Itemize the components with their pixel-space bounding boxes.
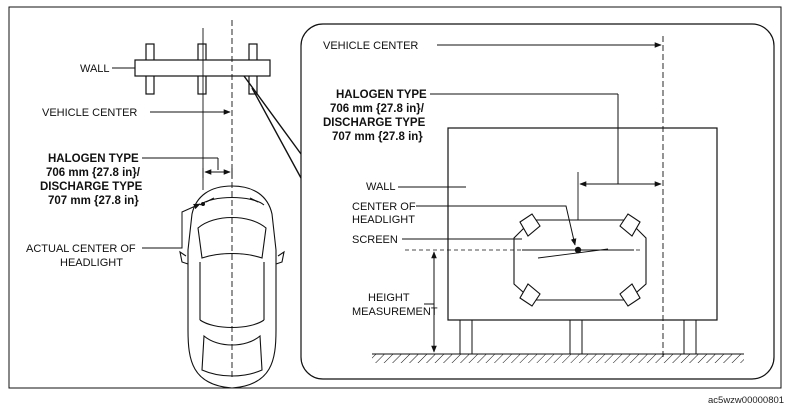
left-halogen-value: 706 mm {27.8 in}/ <box>46 167 141 179</box>
left-vehicle-center-label: VEHICLE CENTER <box>42 107 137 119</box>
center-of-headlight-line1: CENTER OF <box>352 201 416 213</box>
wall-plan <box>134 43 271 95</box>
detail-discharge-type-label: DISCHARGE TYPE <box>323 117 426 129</box>
left-halogen-type-label: HALOGEN TYPE <box>48 153 139 165</box>
detail-frame <box>300 23 775 380</box>
screen-label: SCREEN <box>352 234 398 246</box>
actual-center-label-line2: HEADLIGHT <box>60 257 123 269</box>
left-wall-label: WALL <box>80 63 110 75</box>
detail-headlight-center-dot <box>574 246 582 254</box>
detail-halogen-type-label: HALOGEN TYPE <box>336 89 427 101</box>
left-overview: WALL VEHICLE CENTER HALOGEN TYPE 706 mm … <box>26 20 302 389</box>
left-discharge-type-label: DISCHARGE TYPE <box>40 181 143 193</box>
ground-hatch <box>372 354 744 363</box>
detail-lead-line-upper <box>243 75 302 155</box>
detail-vehicle-center-label: VEHICLE CENTER <box>323 40 418 52</box>
detail-halogen-value: 706 mm {27.8 in}/ <box>330 103 425 115</box>
left-discharge-value: 707 mm {27.8 in} <box>48 195 139 207</box>
detail-lead-line-lower <box>251 87 302 179</box>
height-label-line2: MEASUREMENT <box>352 306 438 318</box>
screen <box>513 213 647 307</box>
detail-view: VEHICLE CENTER HALOGEN TYPE 706 mm {27.8… <box>300 23 775 380</box>
center-of-headlight-line2: HEADLIGHT <box>352 214 415 226</box>
height-label-line1: HEIGHT <box>368 292 410 304</box>
outer-frame <box>8 6 782 389</box>
actual-center-label-line1: ACTUAL CENTER OF <box>26 243 136 255</box>
detail-discharge-value: 707 mm {27.8 in} <box>332 131 423 143</box>
diagram-code: ac5wzw00000801 <box>708 395 784 406</box>
left-headlight-center-dot <box>201 202 205 206</box>
detail-wall-label: WALL <box>366 181 396 193</box>
